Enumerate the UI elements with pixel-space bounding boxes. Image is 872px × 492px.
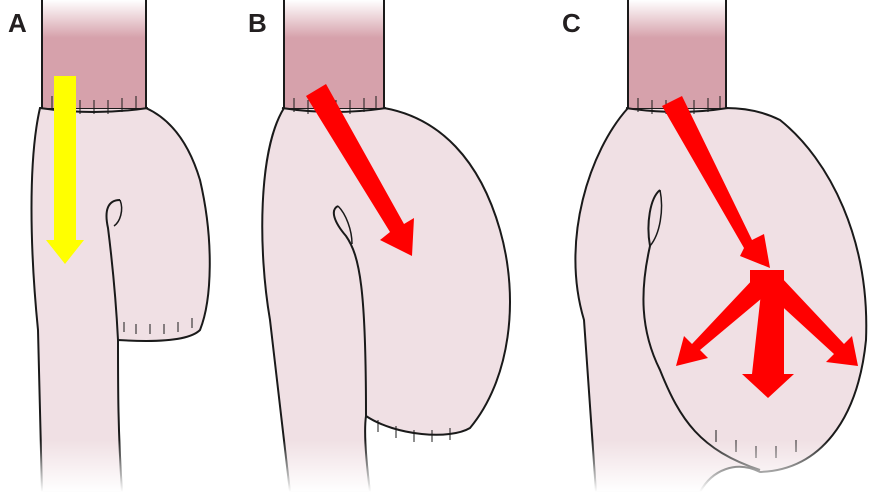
panel-b bbox=[262, 0, 510, 492]
panel-b-esophagus bbox=[282, 0, 386, 114]
panel-b-stomach bbox=[262, 108, 510, 492]
panel-c-stomach bbox=[575, 108, 866, 492]
bottom-fade bbox=[0, 440, 872, 492]
panel-c-esophagus bbox=[626, 0, 728, 114]
panel-a bbox=[32, 0, 210, 492]
panel-c bbox=[575, 0, 866, 492]
